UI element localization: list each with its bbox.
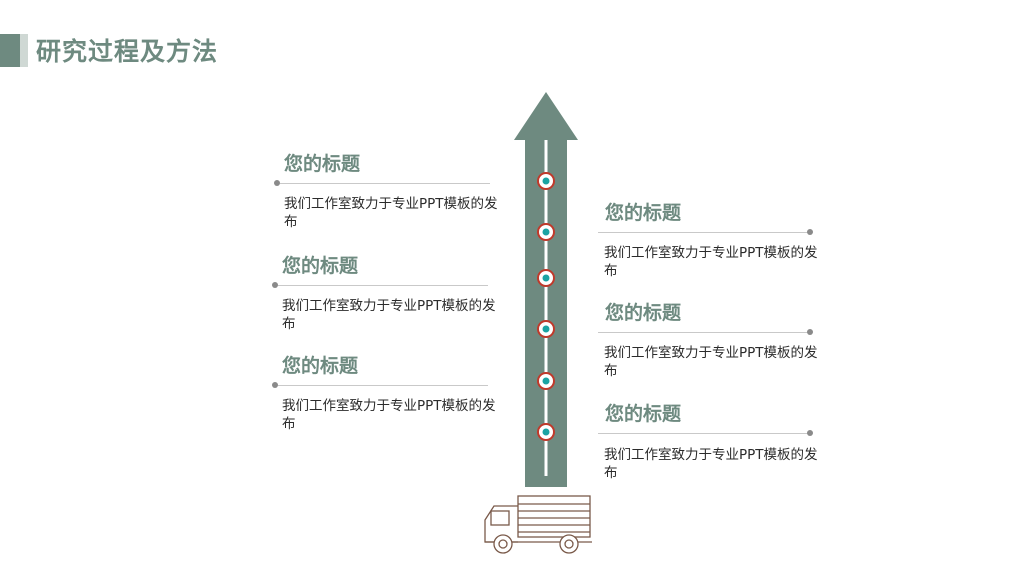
item-title: 您的标题 <box>282 255 359 277</box>
item-description: 我们工作室致力于专业PPT模板的发布 <box>604 245 818 279</box>
item-title: 您的标题 <box>605 403 682 425</box>
item-dot <box>807 229 813 235</box>
item-dot <box>274 180 280 186</box>
item-description: 我们工作室致力于专业PPT模板的发布 <box>282 298 496 332</box>
item-divider <box>278 285 488 286</box>
item-description: 我们工作室致力于专业PPT模板的发布 <box>604 345 818 379</box>
item-dot <box>807 430 813 436</box>
item-dot <box>807 329 813 335</box>
item-title: 您的标题 <box>605 202 682 224</box>
timeline-node <box>537 269 555 287</box>
item-description: 我们工作室致力于专业PPT模板的发布 <box>284 196 498 230</box>
item-description: 我们工作室致力于专业PPT模板的发布 <box>604 447 818 481</box>
timeline-node <box>537 223 555 241</box>
slide-title: 研究过程及方法 <box>36 37 219 66</box>
truck-icon <box>484 495 592 554</box>
timeline-node <box>537 372 555 390</box>
timeline-node <box>537 172 555 190</box>
item-title: 您的标题 <box>605 302 682 324</box>
title-accent-bar-light <box>20 34 28 67</box>
item-divider <box>598 232 808 233</box>
item-divider <box>598 433 808 434</box>
item-divider <box>598 332 808 333</box>
item-title: 您的标题 <box>282 355 359 377</box>
item-divider <box>278 385 488 386</box>
item-description: 我们工作室致力于专业PPT模板的发布 <box>282 398 496 432</box>
title-accent-bar <box>0 34 20 67</box>
item-dot <box>272 382 278 388</box>
item-dot <box>272 282 278 288</box>
item-divider <box>280 183 490 184</box>
timeline-node <box>537 320 555 338</box>
item-title: 您的标题 <box>284 153 361 175</box>
timeline-node <box>537 423 555 441</box>
